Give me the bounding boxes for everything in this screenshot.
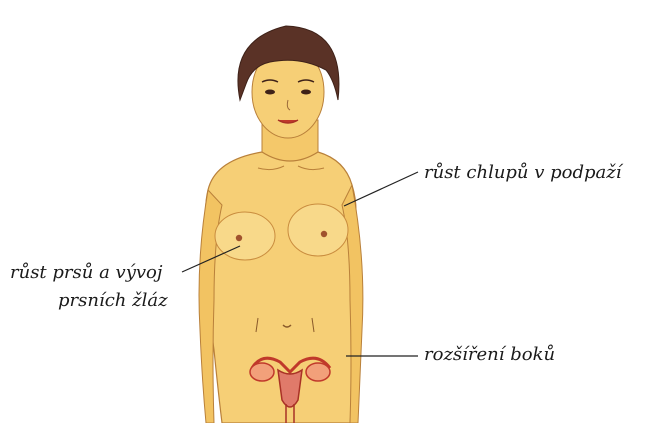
label-breast-glands: prsních žláz [58,290,168,312]
leader-line-armpit [344,172,418,206]
label-hips: rozšíření boků [424,344,555,366]
label-breast-growth: růst prsů a vývoj [10,262,162,284]
right-eye [301,90,311,95]
label-armpit-hair: růst chlupů v podpaží [424,162,622,184]
left-eye [265,90,275,95]
left-nipple [236,235,242,241]
right-breast [288,204,348,256]
right-nipple [321,231,327,237]
